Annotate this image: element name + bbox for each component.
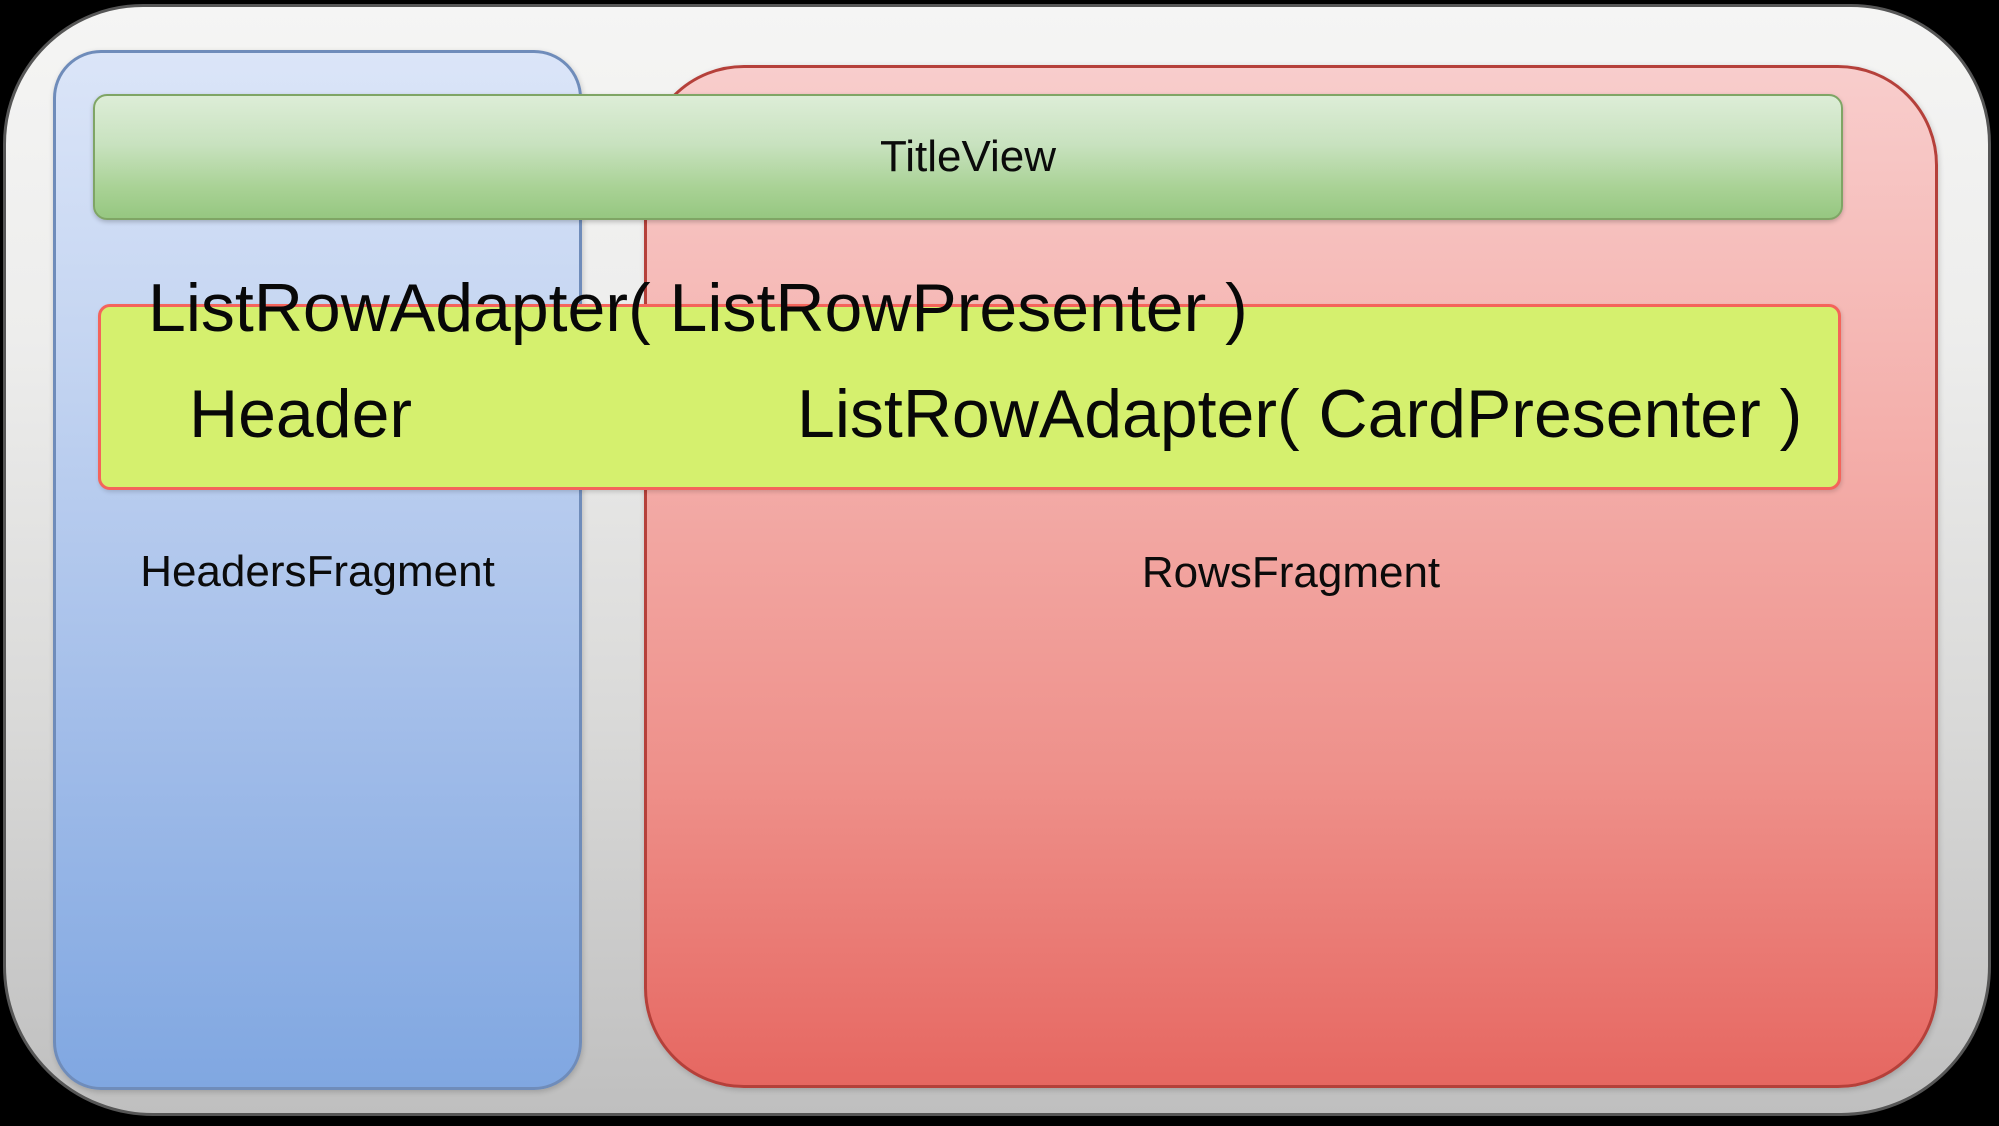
headers-fragment-panel (53, 50, 582, 1090)
rows-fragment-label: RowsFragment (1141, 548, 1441, 597)
rows-fragment-panel (644, 65, 1938, 1088)
adapter-row-box (98, 304, 1841, 490)
titleview-bar: TitleView (93, 94, 1843, 220)
list-row-presenter-text: ListRowAdapter( ListRowPresenter ) (148, 270, 1248, 346)
header-cell-text: Header (189, 376, 413, 452)
headers-fragment-label: HeadersFragment (140, 547, 495, 596)
titleview-label: TitleView (879, 132, 1057, 181)
browse-fragment-frame: TitleView ListRowAdapter( ListRowPresent… (3, 4, 1991, 1116)
card-presenter-text: ListRowAdapter( CardPresenter ) (797, 376, 1803, 452)
